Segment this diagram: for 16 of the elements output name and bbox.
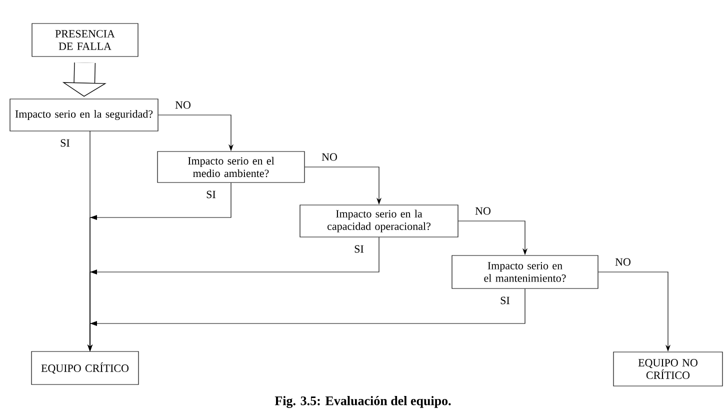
edge-label: SI: [206, 190, 216, 198]
process-box: Impacto serio en el mantenimiento?: [452, 255, 598, 289]
edge-label: SI: [354, 245, 364, 253]
process-box: PRESENCIA DE FALLA: [32, 23, 138, 57]
caption: Fig. 3.5: Evaluación del equipo.: [274, 396, 451, 408]
edge-label: NO: [475, 207, 490, 215]
edge-label: NO: [615, 258, 630, 266]
edge-label: NO: [322, 153, 337, 161]
process-box: EQUIPO CRÍTICO: [31, 351, 139, 385]
process-box: Impacto serio en la seguridad?: [10, 98, 158, 132]
edge-label: SI: [60, 139, 70, 147]
process-box: EQUIPO NO CRÍTICO: [613, 352, 723, 386]
edge-label: NO: [175, 101, 190, 109]
process-box: Impacto serio en el medio ambiente?: [157, 151, 305, 183]
edge-label: SI: [500, 296, 510, 304]
process-box: Impacto serio en la capacidad operacional?: [300, 204, 458, 238]
